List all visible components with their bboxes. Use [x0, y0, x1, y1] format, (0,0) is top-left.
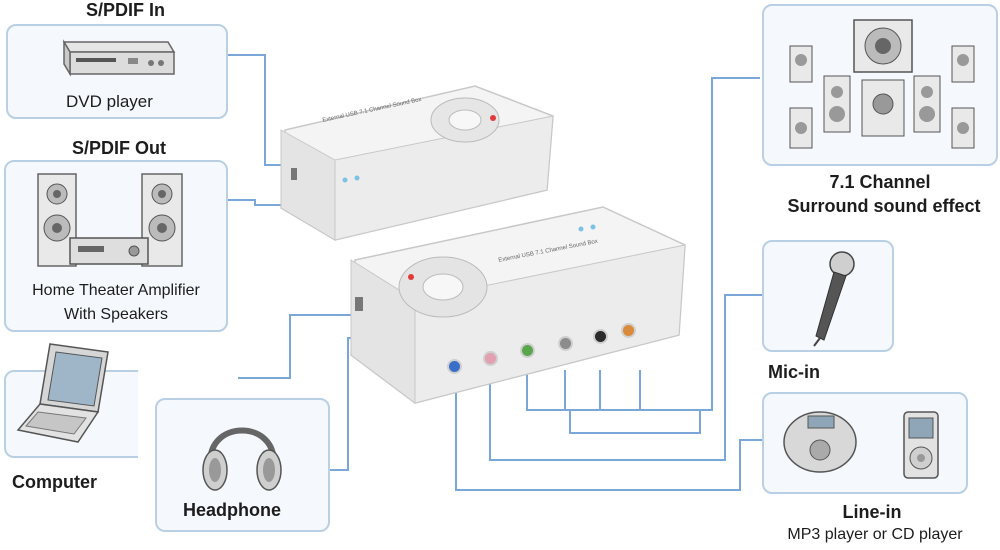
- surround-panel: [762, 4, 998, 166]
- home-theater-label-1: Home Theater Amplifier: [32, 282, 200, 299]
- wire-surround-up: [640, 77, 760, 411]
- line-in-sub-label: MP3 player or CD player: [787, 526, 963, 543]
- headphone-panel: Headphone: [155, 398, 330, 532]
- speakers-71-icon: [789, 19, 975, 149]
- headphone-icon: [202, 427, 282, 491]
- dvd-player-icon: [62, 39, 176, 77]
- surround-label-2: Surround sound effect: [787, 196, 981, 216]
- port-surround: [558, 336, 573, 351]
- home-theater-panel: Home Theater Amplifier With Speakers: [4, 160, 228, 332]
- home-theater-label-2: With Speakers: [63, 306, 169, 323]
- laptop-icon: [16, 343, 109, 443]
- mic-panel: [762, 240, 894, 352]
- sound-box-icon: [350, 206, 686, 404]
- computer-label: Computer: [12, 472, 97, 492]
- home-theater-icon: [37, 173, 183, 267]
- wire-line-in: [455, 375, 762, 491]
- line-in-panel: [762, 392, 968, 494]
- mic-in-label: Mic-in: [768, 362, 820, 382]
- surround-label-1: 7.1 Channel: [829, 172, 931, 192]
- line-in-label: Line-in: [842, 502, 902, 522]
- port-c-sub: [621, 323, 636, 338]
- port-front: [520, 343, 535, 358]
- dvd-player-panel: DVD player: [6, 24, 228, 119]
- wire-mic: [489, 294, 762, 461]
- dvd-player-label: DVD player: [66, 92, 153, 111]
- microphone-icon: [813, 251, 855, 347]
- port-line-in: [447, 359, 462, 374]
- port-mic-in: [483, 351, 498, 366]
- spdif-out-label: S/PDIF Out: [72, 138, 166, 158]
- wire-surround-front: [526, 370, 641, 411]
- wire-surround-extra: [569, 410, 701, 434]
- headphone-label: Headphone: [183, 500, 282, 520]
- spdif-in-label: S/PDIF In: [86, 0, 166, 20]
- mp3-cd-player-icon: [783, 411, 939, 479]
- sound-box-top-icon: [280, 85, 554, 241]
- wire-computer: [238, 314, 360, 379]
- port-back: [593, 329, 608, 344]
